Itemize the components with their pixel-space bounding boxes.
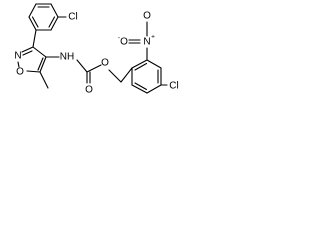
bond-ester-ch2 [108,69,122,83]
atom-cl-top: Cl [68,12,77,23]
charge-nitro-o: - [118,35,120,42]
bond-phenyl-5 [28,16,37,31]
bond-isox-n-c3-double [22,50,33,56]
atom-o-isoxazole: O [16,67,24,78]
bond-isox-c5-o [26,70,41,73]
bond-benzyl-2 [146,59,162,69]
bond-isox-c3-c4 [32,46,47,58]
atom-o-carbonyl: O [85,85,93,96]
bond-benzyl-inner-1 [134,62,148,71]
bond-benzyl-1 [131,59,148,69]
chemical-structure-diagram: Cl N O NH O O N + O - O Cl [14,3,179,96]
bond-isox-n-c3 [21,46,34,53]
bond-phenyl-6 [28,3,37,18]
atom-n-nitro: N [143,37,150,48]
bond-phenyl-2 [50,3,59,18]
bond-nh-carbonyl [76,59,88,73]
charge-nitro-n: + [151,34,155,41]
bond-carbonyl-ester-o [86,64,102,73]
bond-phenyl-inner-3 [31,16,39,28]
atom-labels: Cl N O NH O O N + O - O Cl [14,11,178,96]
bond-methyl [39,71,49,89]
atom-cl-bottom: Cl [169,81,178,92]
atom-o-ester: O [101,58,109,69]
atom-n-isoxazole: N [14,51,21,62]
bond-isox-c4-c5-double [37,57,44,71]
bond-benzyl-5 [131,84,148,94]
bond-isox-o-n [17,61,20,68]
bond-benzyl-inner-3 [134,82,148,91]
bond-isox-c4-c5 [39,56,47,73]
bond-phenyl-3 [50,16,59,31]
bond-ch2-ring [120,67,133,83]
atom-o-nitro-left: O [120,37,128,48]
bond-phenyl-inner-2 [48,16,56,28]
bond-benzyl-4 [146,84,162,94]
bonds [17,3,168,94]
atom-nh: NH [60,52,74,63]
bond-phenyl-isoxazole [32,29,37,48]
atom-o-nitro-top: O [143,11,151,22]
